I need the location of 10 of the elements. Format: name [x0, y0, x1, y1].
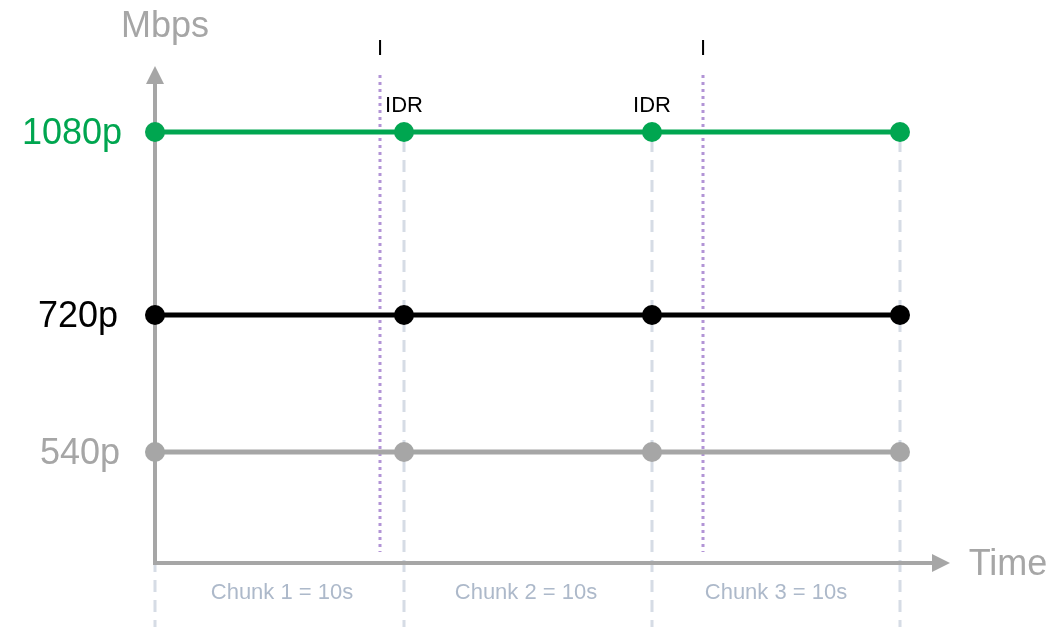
chunk-label: Chunk 2 = 10s	[454, 579, 598, 605]
frame-label: I	[376, 35, 384, 61]
axis-title: Mbps	[121, 5, 209, 45]
axis-title: Time	[968, 543, 1048, 583]
resolution-label: 1080p	[21, 112, 123, 152]
frame-label: I	[699, 35, 707, 61]
chunk-label: Chunk 1 = 10s	[210, 579, 354, 605]
resolution-label: 720p	[37, 295, 119, 335]
chunk-label: Chunk 3 = 10s	[704, 579, 848, 605]
resolution-label: 540p	[39, 432, 121, 472]
